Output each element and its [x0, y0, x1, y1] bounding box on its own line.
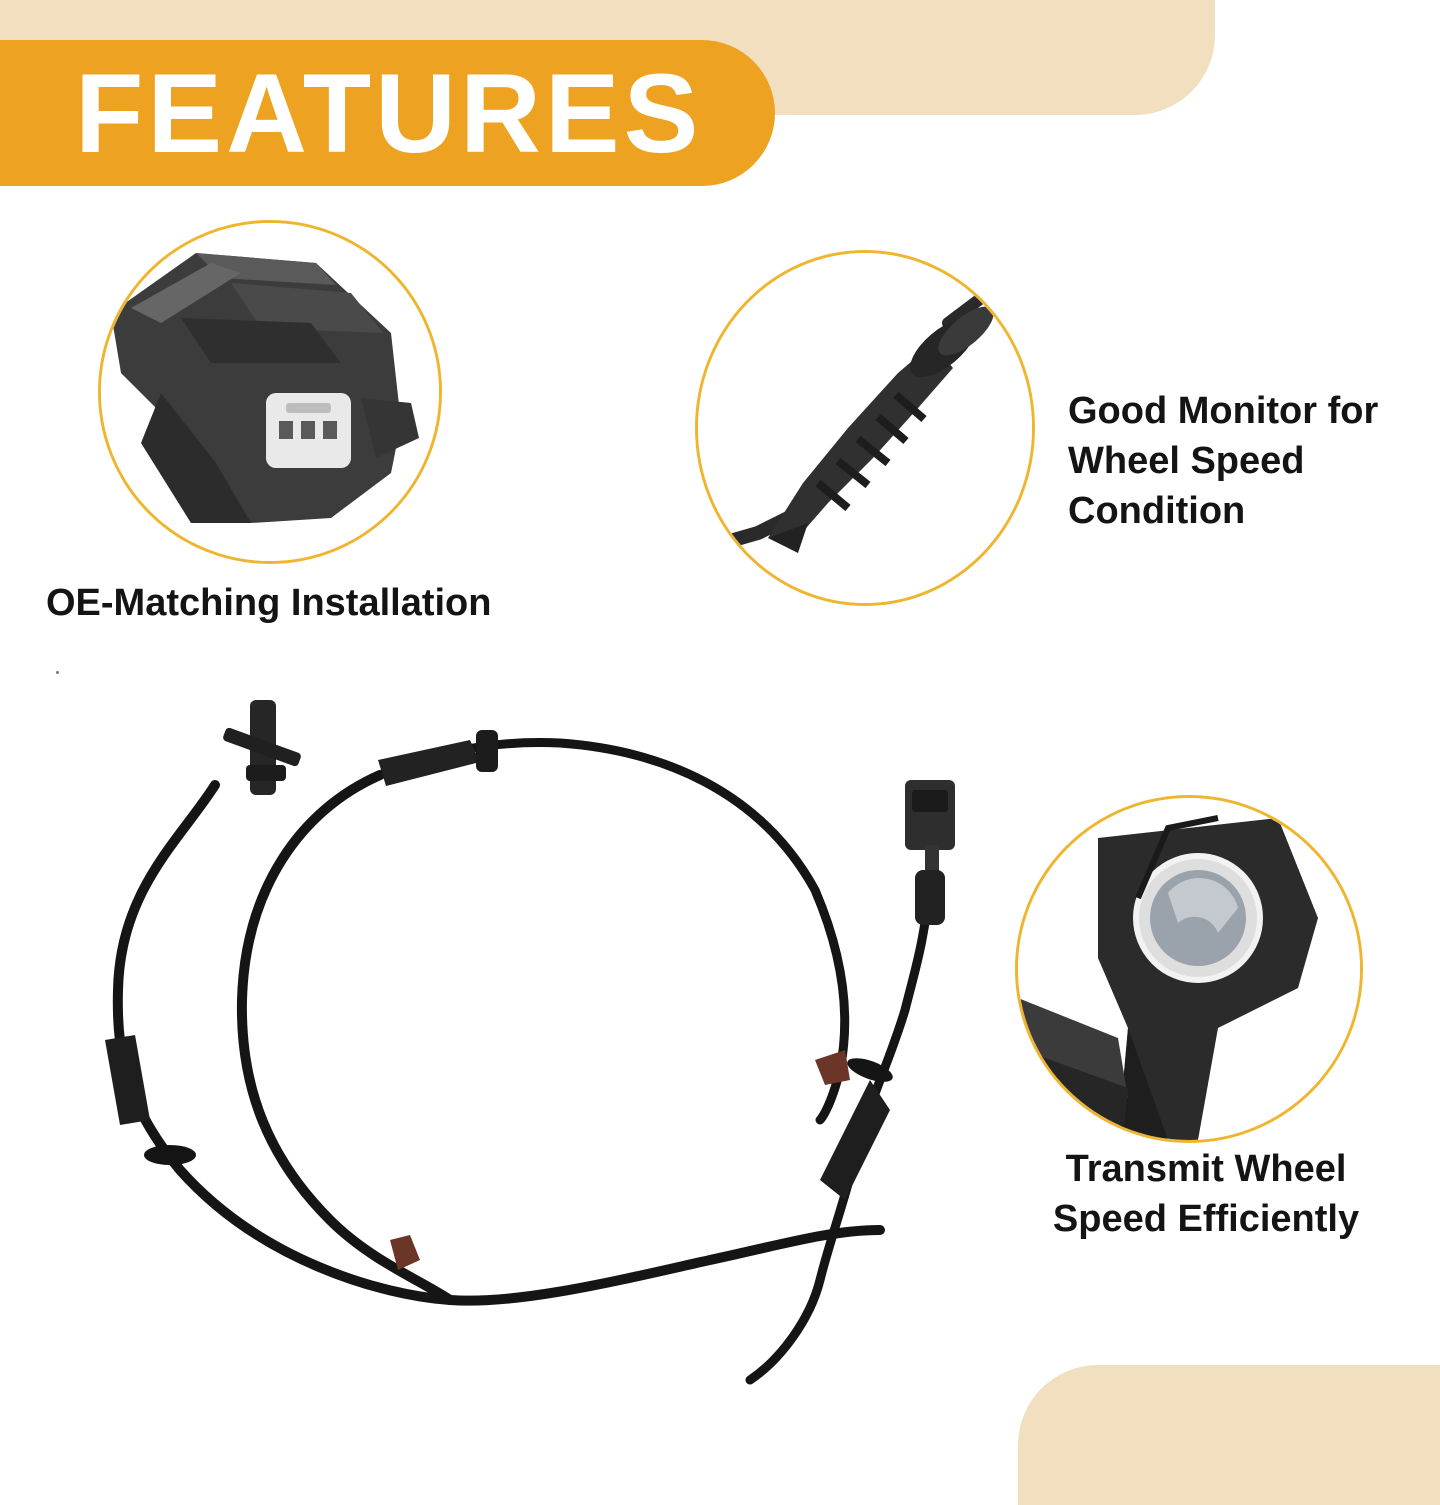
sensor-harness-photo — [0, 640, 1000, 1440]
caption-line: Speed Efficiently — [1052, 1198, 1360, 1240]
feature-caption-grommet: Good Monitor for Wheel Speed Condition — [1068, 386, 1378, 536]
connector-detail-circle — [98, 220, 442, 564]
feature-caption-bracket: Transmit Wheel Speed Efficiently — [1026, 1144, 1386, 1244]
caption-line: Wheel Speed — [1068, 440, 1305, 482]
grommet-photo — [698, 253, 1032, 603]
grommet-detail-circle — [695, 250, 1035, 606]
connector-photo — [101, 223, 439, 561]
caption-line: Transmit Wheel — [1065, 1148, 1347, 1190]
feature-caption-connector: OE-Matching Installation — [46, 578, 491, 628]
corner-band-bottom — [1018, 1365, 1440, 1505]
bracket-detail-circle — [1015, 795, 1363, 1143]
caption-line: Good Monitor for — [1068, 390, 1379, 432]
caption-line: Condition — [1068, 490, 1246, 532]
bracket-photo — [1018, 798, 1360, 1140]
harness-illustration — [105, 700, 955, 1385]
caption-line: OE-Matching Installation — [46, 582, 492, 624]
header-band-orange — [0, 40, 775, 186]
speck — [56, 671, 59, 674]
page-title: FEATURES — [75, 51, 703, 176]
